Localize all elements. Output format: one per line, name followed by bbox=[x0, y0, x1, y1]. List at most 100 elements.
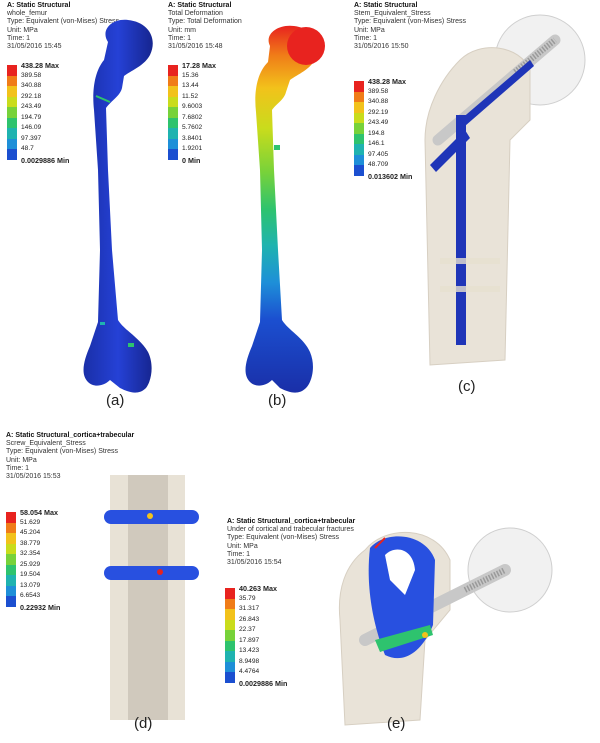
legend-label: 3.8401 bbox=[182, 134, 203, 142]
info-block-c: A: Static Structural Stem_Equivalent_Str… bbox=[354, 2, 466, 51]
legend-swatch bbox=[168, 117, 178, 128]
legend-label: 48.7 bbox=[21, 145, 34, 152]
legend-swatch bbox=[225, 609, 235, 620]
legend-swatch bbox=[7, 96, 17, 107]
legend-label: 5.7602 bbox=[182, 124, 203, 131]
legend-label: 45.204 bbox=[20, 529, 41, 536]
legend-label: 13.423 bbox=[239, 647, 260, 654]
legend-swatch bbox=[7, 107, 17, 118]
info-line: 31/05/2016 15:50 bbox=[354, 43, 409, 51]
legend-swatch bbox=[354, 133, 364, 144]
info-block-b: A: Static Structural Total Deformation T… bbox=[168, 2, 242, 51]
legend-swatch bbox=[7, 86, 17, 97]
legend-label: 0.0029886 Min bbox=[239, 678, 288, 688]
legend-label: 25.929 bbox=[20, 560, 41, 568]
legend-label: 146.1 bbox=[368, 140, 385, 147]
info-line: Time: 1 bbox=[168, 34, 192, 42]
legend-swatch bbox=[6, 585, 16, 596]
legend-swatch bbox=[225, 598, 235, 609]
legend-label: 13.079 bbox=[20, 581, 41, 589]
info-line: Screw_Equivalent_Stress bbox=[6, 440, 86, 448]
screw-stress-model bbox=[104, 475, 199, 720]
caption-b: (b) bbox=[268, 392, 287, 409]
legend-swatch bbox=[6, 575, 16, 586]
legend-swatch bbox=[168, 149, 178, 160]
info-line: Time: 1 bbox=[6, 464, 30, 472]
caption-c: (c) bbox=[458, 378, 476, 395]
info-line: Type: Equivalent (von-Mises) Stress bbox=[227, 534, 340, 542]
legend-swatch bbox=[225, 651, 235, 662]
legend-swatch bbox=[225, 640, 235, 651]
panel-a: A: Static Structural whole_femur Type: E… bbox=[0, 0, 160, 420]
legend-label: 389.58 bbox=[21, 71, 42, 79]
legend-label: 97.397 bbox=[21, 134, 42, 142]
legend-label: 11.52 bbox=[182, 92, 199, 100]
legend-swatch bbox=[7, 138, 17, 149]
legend-swatch bbox=[7, 117, 17, 128]
legend-label: 243.49 bbox=[368, 119, 389, 126]
info-line: A: Static Structural_cortica+trabecular bbox=[227, 518, 356, 525]
caption-d: (d) bbox=[134, 715, 153, 732]
caption-a: (a) bbox=[106, 392, 125, 409]
legend-label: 292.19 bbox=[368, 108, 389, 116]
info-line: Stem_Equivalent_Stress bbox=[354, 10, 431, 18]
legend-label: 340.88 bbox=[21, 82, 42, 89]
info-line: Type: Equivalent (von-Mises) Stress bbox=[7, 18, 120, 26]
legend-label: 146.09 bbox=[21, 124, 42, 131]
info-line: Unit: MPa bbox=[227, 542, 258, 550]
info-line: Type: Equivalent (von-Mises) Stress bbox=[354, 18, 467, 26]
info-line: Under of cortical and trabecular fractur… bbox=[227, 526, 354, 534]
legend-swatch bbox=[6, 596, 16, 607]
info-line: A: Static Structural bbox=[7, 2, 71, 9]
info-line: A: Static Structural_cortica+trabecular bbox=[6, 432, 135, 439]
panel-c: A: Static Structural Stem_Equivalent_Str… bbox=[330, 0, 600, 420]
legend-swatch bbox=[6, 533, 16, 544]
legend-label: 9.6003 bbox=[182, 103, 203, 110]
legend-label: 31.317 bbox=[239, 605, 260, 612]
legend-swatch bbox=[168, 65, 178, 76]
legend-swatch bbox=[168, 107, 178, 118]
legend-label: 438.28 Max bbox=[21, 61, 59, 70]
legend-label: 194.8 bbox=[368, 129, 385, 137]
legend-swatch bbox=[168, 96, 178, 107]
legend-label: 1.9201 bbox=[182, 145, 203, 152]
legend-label: 7.6802 bbox=[182, 113, 203, 121]
info-line: Unit: MPa bbox=[7, 26, 38, 34]
legend-label: 194.79 bbox=[21, 113, 42, 121]
panel-e: A: Static Structural_cortica+trabecular … bbox=[225, 420, 600, 743]
legend-swatch bbox=[354, 154, 364, 165]
info-line: A: Static Structural bbox=[168, 2, 232, 9]
legend-label: 58.054 Max bbox=[20, 508, 58, 517]
legend-label: 340.88 bbox=[368, 98, 389, 105]
legend-label: 0 Min bbox=[182, 155, 201, 165]
info-line: Unit: mm bbox=[168, 26, 196, 34]
legend-swatch bbox=[225, 672, 235, 683]
legend-label: 6.6543 bbox=[20, 592, 41, 599]
legend-label: 97.405 bbox=[368, 150, 389, 158]
legend-swatch bbox=[168, 128, 178, 139]
legend-swatch bbox=[354, 165, 364, 176]
info-line: whole_femur bbox=[7, 10, 48, 18]
legend-label: 17.897 bbox=[239, 636, 260, 644]
legend-label: 389.58 bbox=[368, 87, 389, 95]
info-line: Type: Equivalent (von-Mises) Stress bbox=[6, 448, 119, 456]
legend-label: 19.504 bbox=[20, 571, 41, 578]
legend-swatch bbox=[6, 512, 16, 523]
legend-swatch bbox=[7, 149, 17, 160]
info-line: A: Static Structural bbox=[354, 2, 418, 9]
legend-label: 0.013602 Min bbox=[368, 171, 413, 181]
legend-swatch bbox=[354, 81, 364, 92]
legend-swatch bbox=[225, 588, 235, 599]
legend-label: 40.263 Max bbox=[239, 584, 277, 593]
info-line: Total Deformation bbox=[168, 10, 223, 18]
legend-swatch bbox=[168, 138, 178, 149]
legend-label: 17.28 Max bbox=[182, 61, 216, 70]
legend-swatch bbox=[7, 75, 17, 86]
caption-e: (e) bbox=[387, 715, 406, 732]
info-line: Unit: MPa bbox=[6, 456, 37, 464]
legend-swatch bbox=[7, 128, 17, 139]
info-block-d: A: Static Structural_cortica+trabecular … bbox=[6, 432, 134, 481]
legend-label: 0.22932 Min bbox=[20, 602, 61, 612]
legend-label: 0.0029886 Min bbox=[21, 155, 70, 165]
legend-swatch bbox=[7, 65, 17, 76]
